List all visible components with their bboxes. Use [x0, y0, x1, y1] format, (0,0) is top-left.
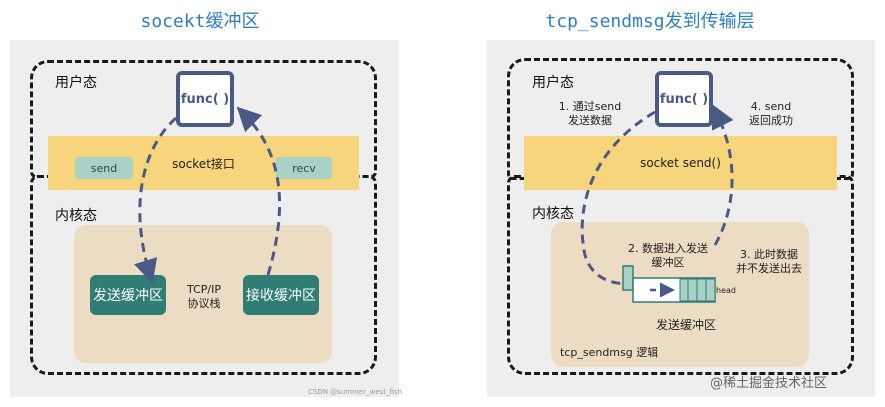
right-step3-label: 3. 此时数据 并不发送出去 [733, 248, 805, 276]
left-send-tag: send [75, 157, 133, 179]
right-func-label: func( ) [659, 91, 709, 107]
left-stack-line1: TCP/IP [187, 283, 221, 296]
left-stack-line2: 协议栈 [187, 297, 221, 310]
right-title-cn: 发到传输层 [664, 11, 755, 32]
right-step1-label: 1. 通过send 发送数据 [552, 100, 628, 128]
right-step3-line2: 并不发送出去 [736, 262, 802, 275]
left-send-label: send [90, 161, 118, 175]
left-socket-label: socket接口 [172, 156, 235, 171]
right-step4-label: 4. send 返回成功 [738, 100, 804, 128]
left-send-buffer: 发送缓冲区 [90, 275, 166, 315]
right-user-space-label: 用户态 [532, 75, 574, 91]
left-recv-tag: recv [276, 157, 332, 179]
left-func-box: func( ) [176, 71, 234, 127]
right-step1-line1: 1. 通过send [558, 100, 622, 113]
right-step1-line2: 发送数据 [568, 114, 612, 127]
right-head-label: head [716, 286, 736, 295]
left-watermark: CSDN @summer_west_fish [308, 388, 403, 396]
right-step4-line2: 返回成功 [749, 114, 793, 127]
right-step2-label: 2. 数据进入发送 缓冲区 [620, 242, 716, 270]
right-socket-send-bar: socket send() [524, 136, 837, 190]
left-user-space-label: 用户态 [55, 75, 97, 91]
right-socket-label: socket send() [640, 156, 721, 170]
left-func-label: func( ) [180, 91, 230, 107]
right-step3-line1: 3. 此时数据 [740, 248, 798, 261]
left-tcpip-stack-label: TCP/IP 协议栈 [176, 283, 232, 311]
right-title-code: tcp_sendmsg [545, 11, 665, 32]
right-send-buffer-label: 发送缓冲区 [655, 318, 716, 332]
right-step4-line1: 4. send [750, 100, 792, 113]
left-recv-buffer: 接收缓冲区 [243, 275, 319, 315]
right-step2-line2: 缓冲区 [651, 256, 685, 269]
footer-watermark: @稀土掘金技术社区 [710, 376, 828, 391]
left-panel-title: socekt缓冲区 [90, 6, 310, 38]
right-func-box: func( ) [655, 71, 713, 127]
right-kernel-space-label: 内核态 [532, 206, 574, 222]
left-title-cn: 缓冲区 [205, 11, 260, 32]
left-title-code: socekt [140, 11, 206, 32]
left-recv-buffer-label: 接收缓冲区 [246, 288, 316, 304]
right-panel-title: tcp_sendmsg发到传输层 [520, 6, 780, 38]
right-step2-line1: 2. 数据进入发送 [628, 242, 708, 255]
left-kernel-space-label: 内核态 [55, 208, 97, 224]
left-send-buffer-label: 发送缓冲区 [93, 288, 163, 304]
right-logic-label: tcp_sendmsg 逻辑 [560, 346, 659, 359]
left-recv-label: recv [292, 161, 316, 175]
